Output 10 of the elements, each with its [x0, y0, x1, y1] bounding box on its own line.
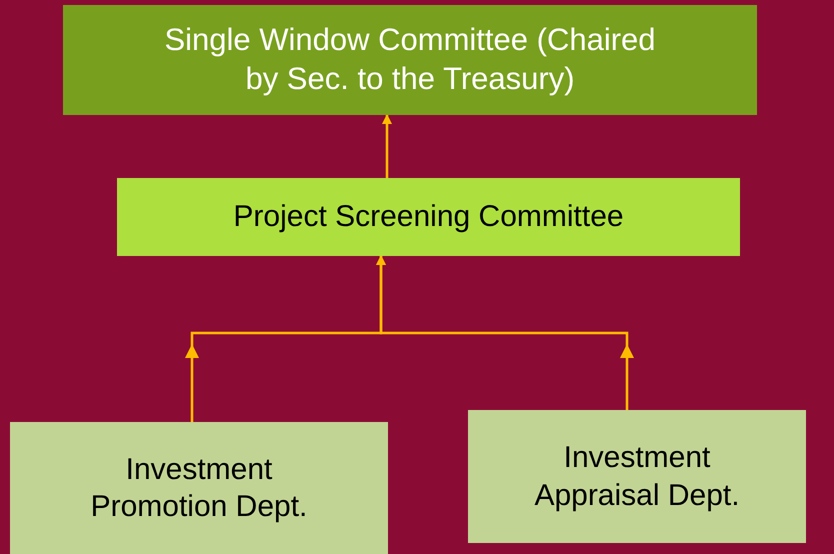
- box-label: Project Screening Committee: [233, 199, 624, 236]
- committee-box: [63, 5, 757, 115]
- committee-box: [468, 410, 806, 543]
- box-label: Single Window Committee (Chaired by Sec. to the Treasury): [163, 21, 657, 98]
- committee-box: [117, 178, 740, 256]
- arrow: [382, 114, 392, 178]
- box-label: Investment Appraisal Dept.: [533, 440, 741, 514]
- box-label: Investment Promotion Dept.: [90, 452, 308, 525]
- arrow: [376, 255, 634, 410]
- committee-box: [10, 422, 388, 554]
